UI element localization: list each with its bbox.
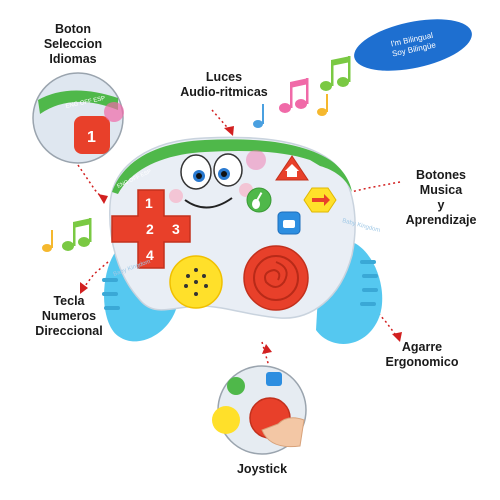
zoom-joystick	[212, 365, 307, 455]
music-notes-top	[253, 56, 351, 128]
music-note-icon	[42, 230, 53, 252]
speaker-button[interactable]	[169, 255, 223, 309]
dpad-number-4: 4	[146, 247, 154, 263]
house-icon	[285, 164, 299, 177]
trumpet-button[interactable]	[303, 187, 337, 213]
number-dpad[interactable]: 1 2 3 4	[111, 189, 191, 269]
arrow-head-grip	[392, 332, 402, 342]
drum-button[interactable]	[277, 211, 301, 235]
callout-line-number-keys	[81, 261, 109, 291]
arrow-head-language	[98, 194, 108, 204]
dpad-number-2: 2	[146, 221, 154, 237]
zoom-language-button: ENG OFF ESP 1	[32, 72, 124, 164]
house-button[interactable]	[275, 155, 309, 181]
label-grip: Agarre Ergonomico	[385, 340, 459, 369]
label-language-button: Boton Seleccion Idiomas	[43, 22, 103, 66]
callout-line-grip	[371, 305, 399, 339]
arrow-head-joystick	[262, 344, 272, 354]
music-note-icon	[320, 56, 351, 91]
music-note-icon	[253, 104, 264, 128]
green-rim	[112, 139, 352, 194]
zoom-number-label: 1	[87, 129, 96, 146]
guitar-button[interactable]	[246, 187, 272, 213]
music-note-icon	[279, 78, 309, 113]
grip-ridges	[102, 260, 378, 310]
dpad-number-1: 1	[145, 195, 153, 211]
trumpet-icon	[312, 194, 330, 206]
drum-icon	[283, 220, 295, 228]
dpad-number-3: 3	[172, 221, 180, 237]
music-notes-left	[42, 218, 92, 252]
label-number-keys: Tecla Numeros Direccional	[35, 294, 103, 338]
arrow-head-lights	[224, 126, 234, 136]
music-buttons	[246, 155, 337, 235]
label-music-buttons: Botones Musica y Aprendizaje	[405, 168, 477, 227]
joystick[interactable]	[243, 245, 309, 311]
arrow-head-number-keys	[80, 282, 88, 294]
music-note-icon	[317, 94, 328, 116]
speaker-holes	[184, 268, 208, 296]
music-note-icon	[62, 218, 92, 251]
label-joystick: Joystick	[236, 462, 288, 476]
face	[169, 150, 266, 209]
guitar-icon	[252, 192, 263, 209]
label-rhythmic-lights: Luces Audio-ritmicas	[180, 70, 268, 99]
callout-line-language	[77, 164, 105, 201]
